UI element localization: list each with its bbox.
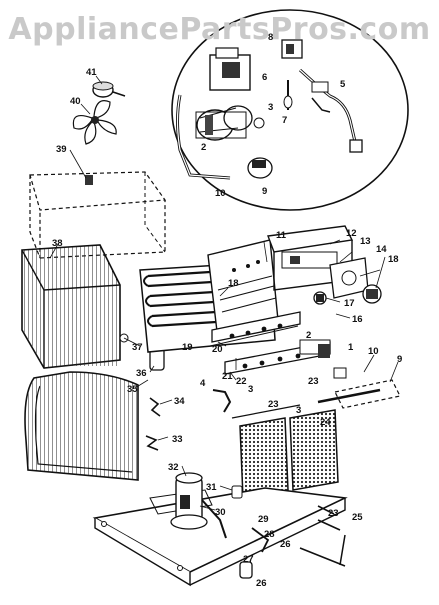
callout-33: 33	[172, 434, 183, 445]
detail-inset-circle	[171, 9, 409, 211]
callout-23b: 23	[328, 508, 339, 519]
callout-31: 31	[206, 482, 217, 493]
callout-9a: 9	[262, 186, 267, 197]
base-pan	[92, 487, 348, 587]
callout-8: 8	[268, 32, 273, 43]
callout-22: 22	[236, 376, 247, 387]
callout-36: 36	[136, 368, 147, 379]
callout-19: 19	[182, 342, 193, 353]
compressor	[170, 472, 227, 539]
callout-18b: 18	[388, 254, 399, 265]
fan-blade	[72, 100, 117, 145]
callout-2b: 2	[306, 330, 311, 341]
callout-23a: 23	[268, 399, 279, 410]
heat-exchanger	[139, 239, 279, 353]
callout-27: 27	[243, 554, 254, 565]
callout-24: 24	[320, 417, 331, 428]
callout-13: 13	[360, 236, 371, 247]
callout-14: 14	[376, 244, 387, 255]
callout-26b: 26	[256, 578, 267, 589]
callout-3c: 3	[296, 405, 301, 416]
callout-41: 41	[86, 67, 97, 78]
callout-7: 7	[282, 115, 287, 126]
callout-17: 17	[344, 298, 355, 309]
callout-4: 4	[200, 378, 206, 389]
callout-12: 12	[346, 228, 357, 239]
callout-40: 40	[70, 96, 81, 107]
callout-1: 1	[348, 342, 354, 353]
callout-37: 37	[132, 342, 143, 353]
limit-switch	[313, 284, 382, 305]
side-bracket	[317, 367, 401, 409]
callout-5: 5	[340, 79, 346, 90]
callout-23c: 23	[308, 376, 319, 387]
burner-tubes	[209, 311, 331, 375]
callout-20: 20	[212, 344, 223, 355]
condenser-coil	[21, 244, 121, 369]
callout-11: 11	[276, 230, 287, 241]
callout-6: 6	[262, 72, 267, 83]
fan-motor	[92, 81, 126, 98]
control-board	[329, 257, 369, 299]
callout-16: 16	[352, 314, 363, 325]
wraparound-coil	[24, 371, 139, 481]
callout-30: 30	[215, 507, 226, 518]
callout-34: 34	[174, 396, 185, 407]
callout-25: 25	[352, 512, 363, 523]
rod-assemblies	[145, 397, 161, 451]
callout-29: 29	[258, 514, 269, 525]
leader-lines	[49, 75, 399, 511]
inset-blower-motor	[195, 105, 253, 141]
small-parts	[231, 485, 346, 579]
wire-harness	[212, 389, 232, 413]
callout-39: 39	[56, 144, 67, 155]
air-filters	[231, 404, 339, 499]
callout-26a: 26	[280, 539, 291, 550]
callout-10b: 10	[368, 346, 379, 357]
callout-10a: 10	[215, 188, 226, 199]
callout-32: 32	[168, 462, 179, 473]
top-cabinet-box	[29, 171, 167, 259]
callout-2a: 2	[201, 142, 206, 153]
callout-labels: 41 40 39 38 37 36 35 34 33 32 31 30 29 2…	[52, 32, 402, 589]
callout-35: 35	[127, 384, 138, 395]
callout-21: 21	[222, 371, 233, 382]
callout-3b: 3	[248, 384, 253, 395]
callout-18a: 18	[228, 278, 239, 289]
callout-28: 28	[264, 529, 275, 540]
callout-38: 38	[52, 238, 63, 249]
callout-9b: 9	[397, 354, 402, 365]
callout-3a: 3	[268, 102, 273, 113]
